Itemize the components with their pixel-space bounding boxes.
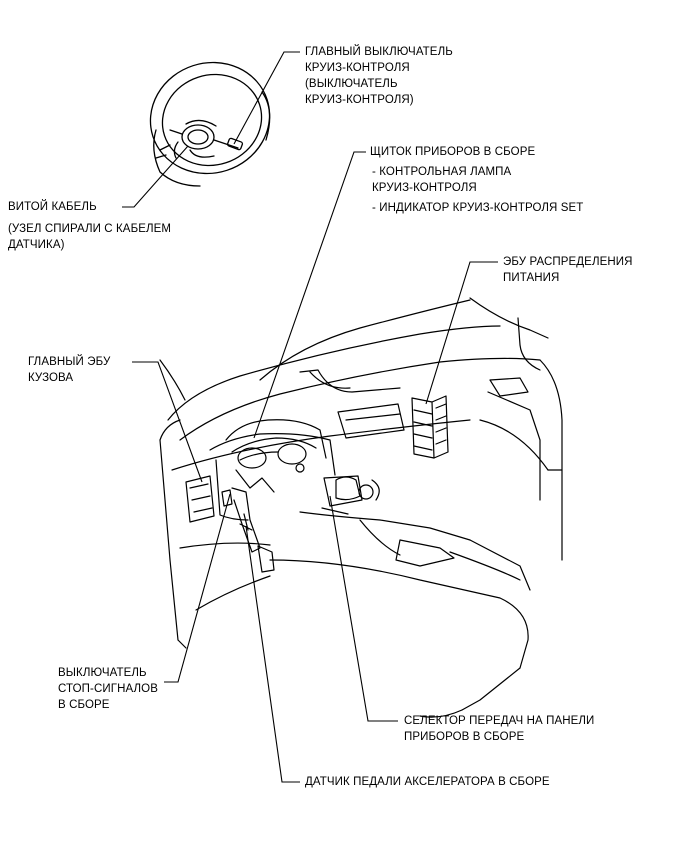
label-cruise-main-switch: ГЛАВНЫЙ ВЫКЛЮЧАТЕЛЬ КРУИЗ-КОНТРОЛЯ (ВЫКЛ… [305,46,453,106]
label-main-body-ecu: ГЛАВНЫЙ ЭБУ КУЗОВА [28,356,111,384]
leader-power-ecu [425,261,498,405]
label-combination-meter: ЩИТОК ПРИБОРОВ В СБОРЕ - КОНТРОЛЬНАЯ ЛАМ… [370,146,584,214]
label-accelerator-pedal-sensor: ДАТЧИК ПЕДАЛИ АКСЕЛЕРАТОРА В СБОРЕ [305,776,550,788]
label-power-distribution-ecu: ЭБУ РАСПРЕДЕЛЕНИЯ ПИТАНИЯ [503,256,633,284]
label-stop-light-switch: ВЫКЛЮЧАТЕЛЬ СТОП-СИГНАЛОВ В СБОРЕ [58,667,158,711]
leader-spiral-cable [122,145,189,208]
steering-wheel-drawing [149,61,271,187]
label-spiral-cable: ВИТОЙ КАБЕЛЬ (УЗЕЛ СПИРАЛИ С КАБЕЛЕМ ДАТ… [8,201,172,251]
leader-combination-meter [253,151,366,439]
leader-lines [122,51,498,783]
leader-accelerator [245,525,300,783]
label-shift-selector: СЕЛЕКТОР ПЕРЕДАЧ НА ПАНЕЛИ ПРИБОРОВ В СБ… [404,715,595,743]
leader-stop-switch [164,493,231,683]
leader-body-ecu [132,361,203,483]
dashboard-drawing [159,297,563,718]
leader-cruise-switch [233,51,300,145]
leader-shift-selector [329,495,398,722]
